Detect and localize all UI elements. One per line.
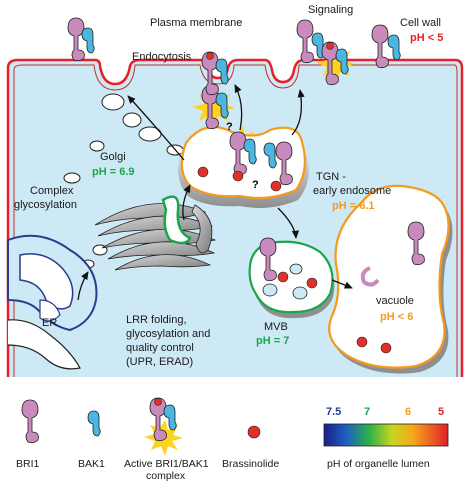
legend-brassinolide-label: Brassinolide	[222, 458, 279, 470]
bak1-protein	[387, 34, 401, 61]
cell-wall	[6, 58, 464, 377]
legend-bri1-symbol	[21, 399, 39, 444]
active-complex	[229, 131, 257, 176]
bri1-protein	[67, 17, 85, 62]
er	[7, 234, 98, 370]
legend-bri1-label: BRI1	[16, 458, 40, 470]
legend-ph-label: pH of organelle lumen	[327, 458, 430, 470]
bak1-protein	[81, 27, 95, 54]
bri1-protein	[371, 24, 389, 69]
label-complex-glyco-2: glycosylation	[14, 199, 77, 211]
arrow-tgn-to-mvb	[277, 207, 300, 239]
ph-tick-5: 5	[438, 406, 444, 418]
brassinolide	[380, 342, 392, 354]
arrow-er-to-golgi	[77, 271, 89, 301]
label-tgn-2: early endosome	[313, 185, 391, 197]
bri1-protein	[275, 141, 293, 186]
brassinolide	[270, 180, 282, 192]
arrow-tgn-to-pm	[234, 84, 243, 131]
bak1-protein	[263, 142, 277, 169]
legend-bak1-label: BAK1	[78, 458, 105, 470]
question-mark: ?	[226, 121, 233, 133]
label-lrr-1: LRR folding,	[126, 314, 187, 326]
arrow-pm-to-tgn	[291, 89, 305, 136]
arrow-tgn-to-endocytosis	[127, 95, 185, 161]
golgi-trans-cisterna	[161, 195, 192, 245]
ph-tick-7-5: 7.5	[326, 406, 341, 418]
intraluminal-vesicle	[262, 283, 278, 297]
brassinolide	[232, 170, 244, 182]
degraded-bri1	[360, 266, 380, 287]
brassinolide	[197, 166, 209, 178]
label-cell-wall-ph: pH < 5	[410, 32, 443, 44]
legend-brassinolide-symbol	[247, 425, 261, 439]
plasma-membrane	[13, 64, 458, 377]
vesicle	[89, 140, 105, 152]
label-mvb: MVB	[264, 321, 288, 333]
legend-active-label-2: complex	[146, 470, 186, 482]
vesicle	[63, 172, 81, 184]
label-endocytosis: Endocytosis	[132, 51, 192, 63]
intraluminal-vesicle	[289, 263, 303, 275]
brassinolide	[306, 277, 318, 289]
brassinolide	[277, 271, 289, 283]
label-vacuole-ph: pH < 6	[380, 311, 413, 323]
label-mvb-ph: pH = 7	[256, 335, 289, 347]
label-cell-wall: Cell wall	[400, 17, 441, 29]
ph-tick-6: 6	[405, 406, 411, 418]
active-complex	[321, 41, 349, 86]
label-complex-glyco-1: Complex	[30, 185, 74, 197]
label-lrr-3: quality control	[126, 342, 194, 354]
bri1-protein	[296, 19, 314, 64]
vesicle	[122, 112, 142, 128]
bri1-protein	[259, 237, 277, 282]
label-lrr-4: (UPR, ERAD)	[126, 356, 193, 368]
ph-color-scale	[323, 423, 449, 447]
label-tgn-ph: pH = 6.1	[332, 200, 375, 212]
label-plasma-membrane: Plasma membrane	[150, 17, 242, 29]
brassinolide	[356, 336, 368, 348]
label-er: ER	[42, 317, 57, 329]
legend-active-complex-symbol	[149, 397, 177, 442]
legend-bak1-symbol	[87, 410, 101, 437]
label-tgn-1: TGN -	[316, 171, 346, 183]
arrow-mvb-to-vacuole	[331, 279, 353, 289]
label-signaling: Signaling	[308, 4, 353, 16]
question-mark: ?	[252, 179, 259, 191]
bri1-protein	[407, 221, 425, 266]
arrow-golgi-to-tgn	[182, 184, 191, 221]
label-golgi: Golgi	[100, 151, 126, 163]
ph-tick-7: 7	[364, 406, 370, 418]
legend-active-label-1: Active BRI1/BAK1	[124, 458, 209, 470]
intraluminal-vesicle	[292, 286, 308, 300]
label-lrr-2: glycosylation and	[126, 328, 210, 340]
active-complex	[201, 51, 229, 96]
label-vacuole: vacuole	[376, 295, 414, 307]
vesicle	[101, 93, 125, 111]
label-golgi-ph: pH = 6.9	[92, 166, 135, 178]
